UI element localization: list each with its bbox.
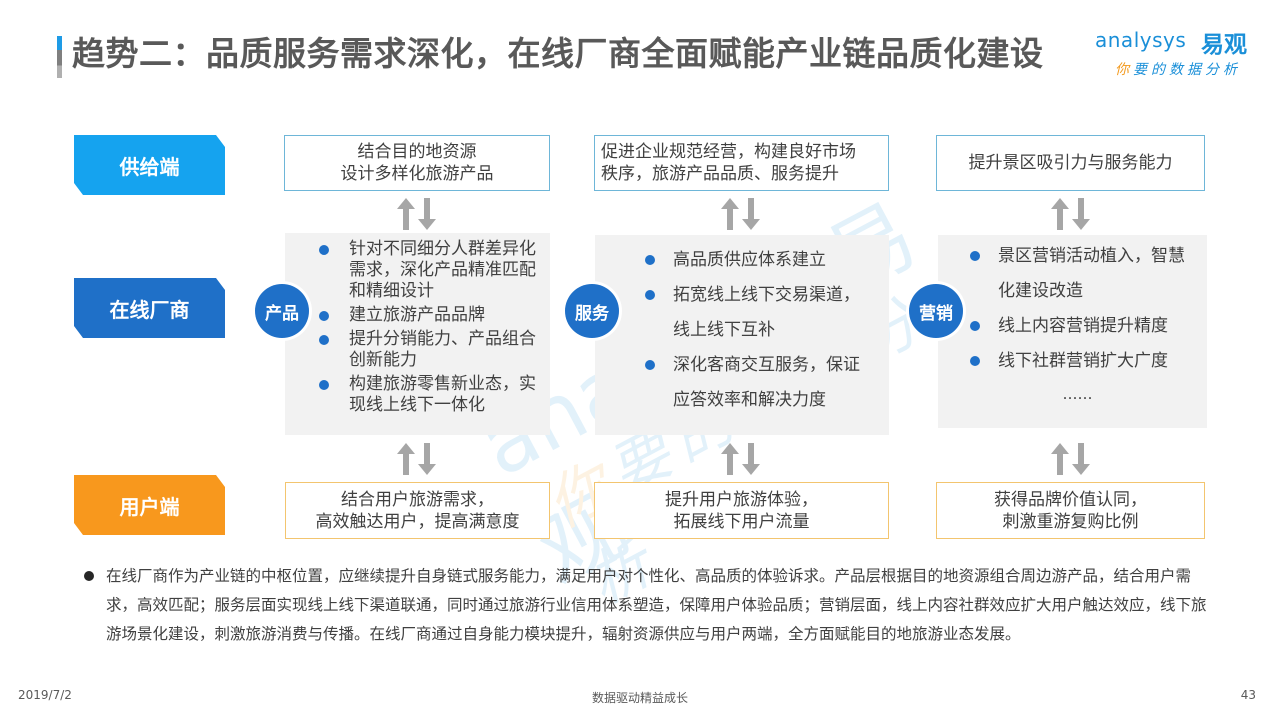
bullet-dot: [645, 360, 655, 370]
user-box-product: 结合用户旅游需求，高效触达用户，提高满意度: [285, 482, 550, 539]
circle-product: 产品: [255, 284, 309, 338]
circle-marketing: 营销: [909, 284, 963, 338]
title-accent-bar: [57, 36, 62, 78]
supply-box-marketing: 提升景区吸引力与服务能力: [936, 135, 1205, 191]
footer-tagline: 数据驱动精益成长: [591, 691, 688, 705]
bidirectional-arrow-icon: [720, 441, 764, 477]
bullet-dot: [970, 251, 980, 261]
ellipsis: ……: [1062, 385, 1093, 403]
bullet-item: 景区营销活动植入，智慧化建设改造: [970, 239, 1189, 309]
bullet-dot: [645, 290, 655, 300]
page-number: 43: [1240, 688, 1256, 702]
bullet-item: 线下社群营销扩大广度: [970, 344, 1189, 379]
row-label-online-vendor: 在线厂商: [74, 278, 225, 338]
bidirectional-arrow-icon: [1050, 196, 1094, 232]
bullet-dot: [970, 321, 980, 331]
bidirectional-arrow-icon: [1050, 441, 1094, 477]
bullet-dot: [645, 255, 655, 265]
supply-box-product: 结合目的地资源设计多样化旅游产品: [284, 135, 550, 191]
bullet-item: 线上内容营销提升精度: [970, 309, 1189, 344]
bullet-item: 构建旅游零售新业态，实现线上线下一体化: [319, 374, 536, 416]
bidirectional-arrow-icon: [720, 196, 764, 232]
user-box-marketing: 获得品牌价值认同，刺激重游复购比例: [936, 482, 1205, 539]
row-label-supply: 供给端: [74, 135, 225, 195]
bullet-item: 深化客商交互服务，保证应答效率和解决力度: [645, 348, 869, 418]
summary-paragraph: 在线厂商作为产业链的中枢位置，应继续提升自身链式服务能力，满足用户对个性化、高品…: [84, 562, 1214, 649]
user-box-service: 提升用户旅游体验，拓展线下用户流量: [594, 482, 889, 539]
panel-service: 高品质供应体系建立 拓宽线上线下交易渠道，线上线下互补 深化客商交互服务，保证应…: [595, 235, 889, 435]
bullet-item: 建立旅游产品品牌: [319, 305, 536, 326]
panel-product: 针对不同细分人群差异化需求，深化产品精准匹配和精细设计 建立旅游产品品牌 提升分…: [285, 233, 550, 435]
analysys-logo: analysys 易观 你要的数据分析: [1093, 28, 1263, 88]
bidirectional-arrow-icon: [396, 196, 440, 232]
panel-marketing: 景区营销活动植入，智慧化建设改造 线上内容营销提升精度 线下社群营销扩大广度 ……: [938, 235, 1207, 428]
page-title: 趋势二：品质服务需求深化，在线厂商全面赋能产业链品质化建设: [72, 34, 1044, 73]
bullet-dot: [970, 356, 980, 366]
logo-slogan: 你要的数据分析: [1115, 62, 1241, 78]
bullet-dot: [319, 245, 329, 255]
logo-chinese: 易观: [1201, 32, 1247, 58]
bullet-dot: [319, 311, 329, 321]
bullet-item: 提升分销能力、产品组合创新能力: [319, 329, 536, 371]
supply-box-service: 促进企业规范经营，构建良好市场秩序，旅游产品品质、服务提升: [594, 135, 889, 191]
logo-english: analysys: [1095, 28, 1187, 52]
row-label-user: 用户端: [74, 475, 225, 535]
bullet-item: 高品质供应体系建立: [645, 243, 869, 278]
bullet-dot: [319, 380, 329, 390]
bullet-dot: [319, 335, 329, 345]
bullet-item: 针对不同细分人群差异化需求，深化产品精准匹配和精细设计: [319, 239, 536, 302]
bullet-dot: [84, 571, 94, 581]
bidirectional-arrow-icon: [396, 441, 440, 477]
bullet-item: 拓宽线上线下交易渠道，线上线下互补: [645, 278, 869, 348]
circle-service: 服务: [565, 284, 619, 338]
footer-date: 2019/7/2: [18, 688, 72, 702]
